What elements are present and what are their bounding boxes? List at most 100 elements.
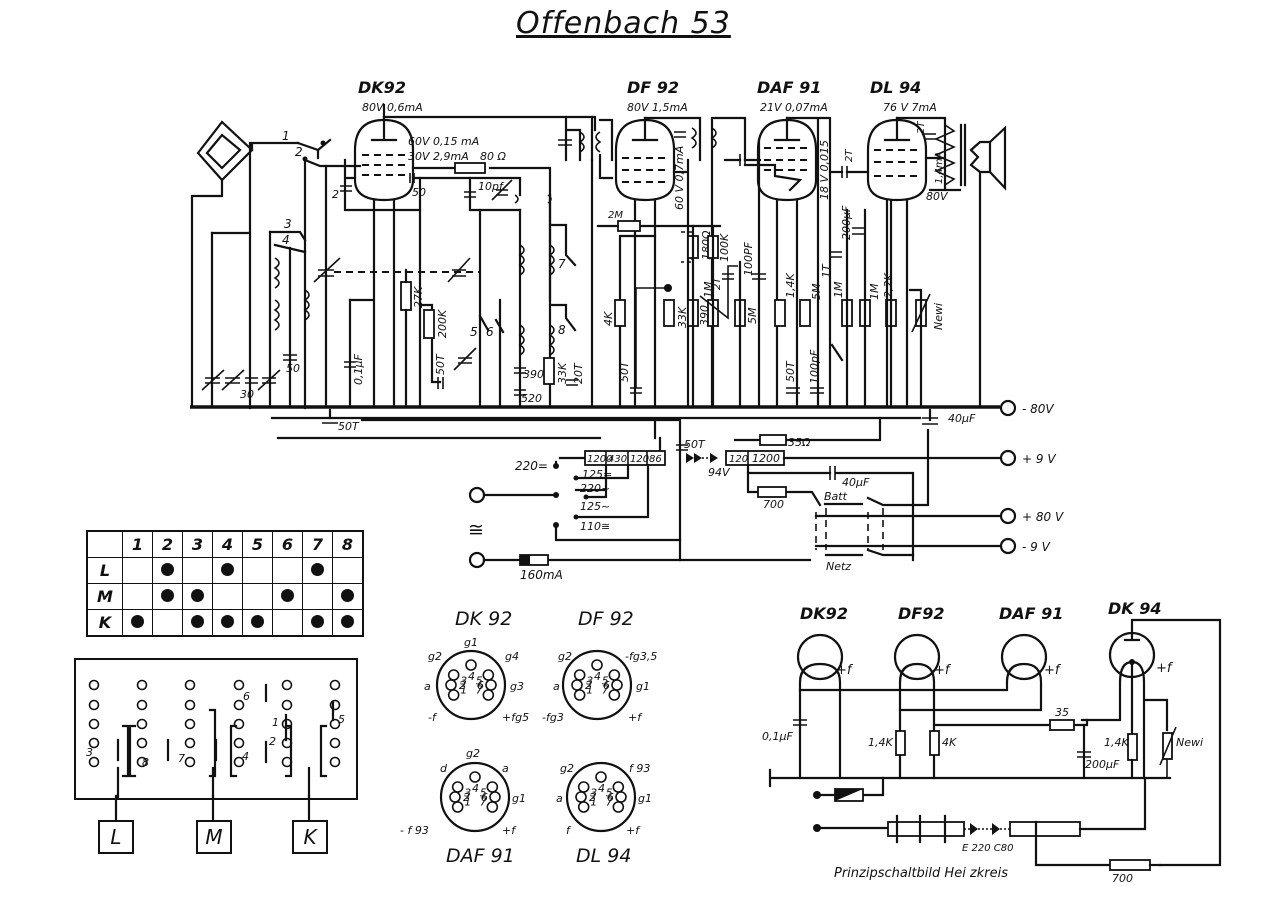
label-netz: Netz xyxy=(826,560,851,573)
mains-terminal-b[interactable] xyxy=(468,551,486,569)
column-header: 6 xyxy=(272,530,303,558)
pin-number: 2 xyxy=(463,791,470,804)
band-button-k[interactable]: K xyxy=(292,820,328,854)
contact-cell xyxy=(302,583,333,610)
terminal-pos-9v[interactable] xyxy=(999,449,1017,467)
label-dk92-screen-60v: 60V 0,15 mA xyxy=(408,135,479,148)
table-row: K xyxy=(86,609,364,637)
contact-number-3: 3 xyxy=(86,746,93,759)
contact-cell xyxy=(272,609,303,637)
label-terminal-pos-80v: + 80 V xyxy=(1022,510,1064,524)
pin-number: 2 xyxy=(459,679,466,692)
contact-number-6: 6 xyxy=(243,690,250,703)
contact-cell xyxy=(122,557,153,584)
mains-terminal-a[interactable] xyxy=(468,486,486,504)
pin-hole xyxy=(577,801,590,813)
switch-contact-layout: 3 8 7 6 4 1 2 5 xyxy=(86,679,345,798)
label-r-33k-a: 33K xyxy=(556,362,569,384)
heater-pos-f-1: +f xyxy=(836,663,854,678)
label-out-80v: 80V xyxy=(926,190,949,203)
tube-rating-dl94: 76 V 7mA xyxy=(883,101,937,114)
pinout-title-daf91: DAF 91 xyxy=(446,845,515,867)
contact-closed-dot xyxy=(341,589,354,602)
switch-contact xyxy=(281,679,293,691)
page-title: Offenbach 53 xyxy=(516,6,731,41)
terminal-neg-9v[interactable] xyxy=(999,537,1017,555)
tube-dk92-icon xyxy=(353,103,415,409)
heater-resistor-1-4k-a xyxy=(895,730,906,756)
heater-pos-f-2: +f xyxy=(934,663,952,678)
heater-label-r-1-4k-a: 1,4K xyxy=(868,736,893,749)
label-r-200k: 200K xyxy=(436,309,449,338)
pin-hole xyxy=(573,689,586,701)
pinout-title-df92: DF 92 xyxy=(578,608,634,630)
row-band-label: L xyxy=(86,557,123,584)
label-r-4k: 4K xyxy=(602,311,615,326)
label-c-40uf-a: 40μF xyxy=(948,412,976,425)
pin-number: 6 xyxy=(477,679,484,692)
tuning-capacitor-osc-icon xyxy=(447,257,471,283)
contact-cell xyxy=(182,557,213,584)
label-diode-94v: 94V xyxy=(708,466,731,479)
switch-contact xyxy=(233,699,245,711)
contact-cell xyxy=(242,557,273,584)
contact-closed-dot xyxy=(251,615,264,628)
heater-tube-dk92-icon xyxy=(796,633,844,780)
label-r-700: 700 xyxy=(763,498,784,511)
switch-contact xyxy=(88,679,100,691)
label-c-50b: 50 xyxy=(286,362,300,375)
switch-contact xyxy=(88,756,100,768)
pin-hole xyxy=(608,669,621,681)
pin-number: 6 xyxy=(481,791,488,804)
contact-closed-dot xyxy=(191,589,204,602)
label-c-50t-bottom: 50T xyxy=(338,420,360,433)
heater-resistor-4k xyxy=(929,730,940,756)
pin-hole xyxy=(575,791,587,803)
pin-dk92-top: g1 xyxy=(464,636,478,649)
pin-number: 5 xyxy=(480,787,487,800)
pin-daf91-upper-left: d xyxy=(440,762,448,775)
heater-tube-daf91-icon xyxy=(798,633,1048,712)
contact-number-7: 7 xyxy=(178,752,185,765)
contact-cell xyxy=(182,583,213,610)
pin-hole xyxy=(612,801,625,813)
label-c-100pf-a: 100PF xyxy=(742,241,755,276)
terminal-pos-80v[interactable] xyxy=(999,507,1017,525)
pin-dk92-lower-right: +fg5 xyxy=(502,711,529,724)
pinout-title-dl94: DL 94 xyxy=(576,845,631,867)
switch-contact xyxy=(184,737,196,749)
label-r-5m-a: 5M xyxy=(746,307,759,324)
pin-number: 3 xyxy=(464,787,471,800)
contact-number-5: 5 xyxy=(338,713,345,726)
contact-closed-dot xyxy=(161,563,174,576)
pin-df92-upper-left: g2 xyxy=(558,650,572,663)
contact-cell xyxy=(272,583,303,610)
label-fuse-160ma: 160mA xyxy=(520,568,563,582)
label-r-1m-b: 1M xyxy=(868,283,881,300)
pin-hole xyxy=(611,679,623,691)
label-tap-220ac: 220~ xyxy=(580,482,610,495)
switch-contact xyxy=(233,756,245,768)
resistor-5m-b xyxy=(799,299,811,327)
heater-label-c-01uf: 0,1μF xyxy=(762,730,793,743)
resistor-33k-a xyxy=(543,357,555,385)
label-r-1m-a: 1M xyxy=(832,281,845,298)
mains-tap-resistor xyxy=(584,450,666,466)
tube-dl94-icon xyxy=(866,116,928,409)
band-button-m[interactable]: M xyxy=(196,820,232,854)
contact-number-4: 4 xyxy=(242,750,249,763)
switch-contact xyxy=(233,718,245,730)
pin-hole xyxy=(612,781,625,793)
resistor-27k xyxy=(400,281,412,311)
pin-hole xyxy=(485,679,497,691)
label-c-100pf-b: 100pF xyxy=(808,349,821,384)
switch-contact xyxy=(136,756,148,768)
pin-number: 4 xyxy=(468,670,475,683)
resistor-1-4k xyxy=(774,299,786,327)
band-switch-table: 1 2 3 4 5 6 7 8 L M K xyxy=(86,530,364,637)
terminal-neg-80v[interactable] xyxy=(999,399,1017,417)
pin-hole xyxy=(465,659,477,671)
pin-hole xyxy=(445,679,457,691)
band-button-l[interactable]: L xyxy=(98,820,134,854)
